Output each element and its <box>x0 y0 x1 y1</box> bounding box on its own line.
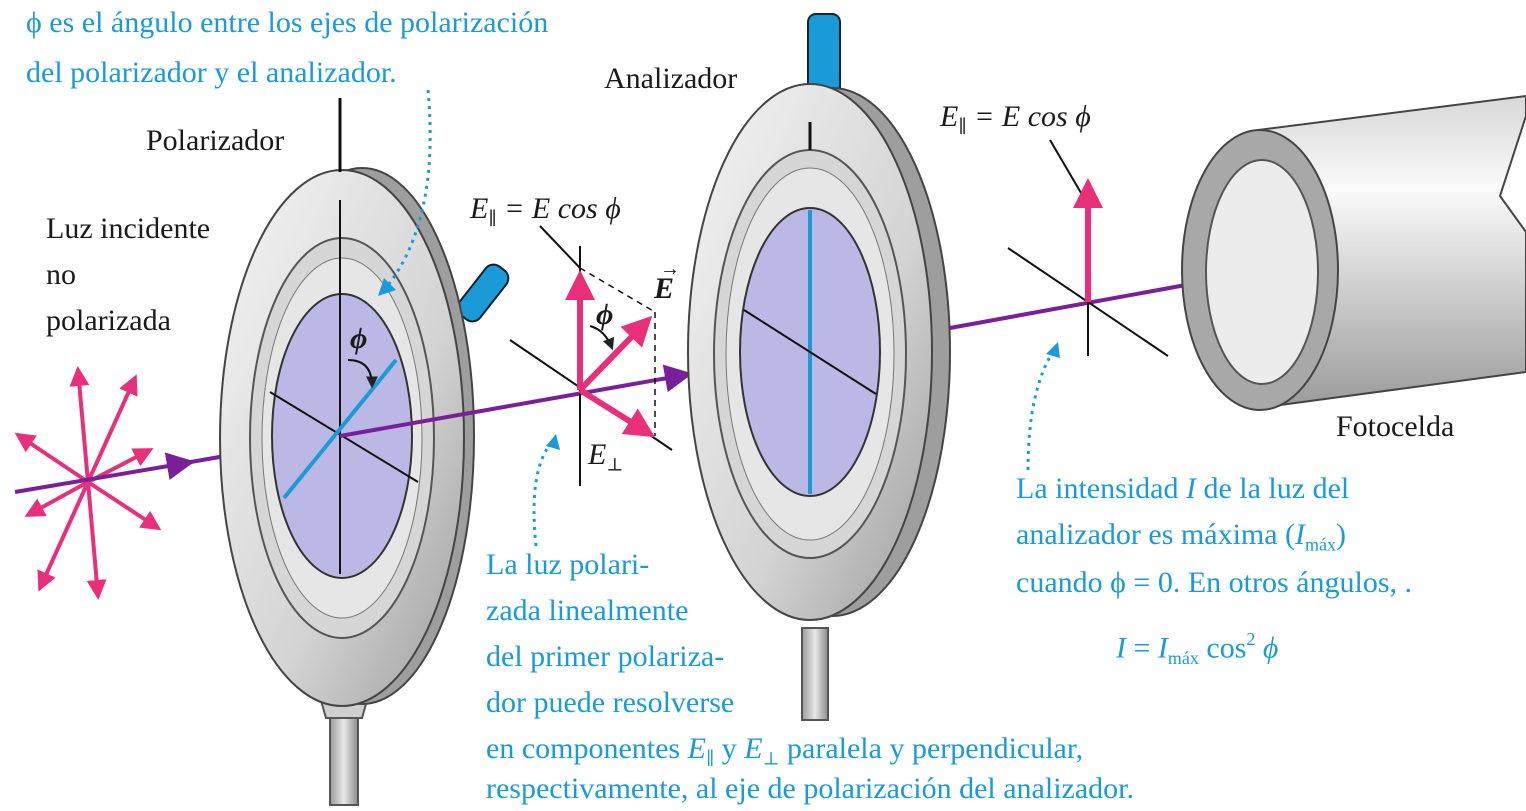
fotocelda-label: Fotocelda <box>1336 410 1455 443</box>
eq-right-rhs: = E cos ϕ <box>966 100 1091 133</box>
luz-incidente-line-3: polarizada <box>46 304 171 337</box>
callout-phi-arrowhead <box>378 278 396 296</box>
lin5-eperp: E <box>744 732 763 765</box>
intensity-equation: I = Imáx cos2 ϕ <box>1116 622 1278 675</box>
int1-i: I <box>1185 472 1196 505</box>
e-vector-label: E <box>654 272 675 305</box>
callout-linear-arrowhead <box>546 434 560 450</box>
lin5-c: paralela y perpendicular, <box>779 732 1084 765</box>
photocell-opening <box>1205 159 1319 385</box>
e-vector-arrow-mark: → <box>660 258 680 280</box>
analizador-label: Analizador <box>604 62 738 95</box>
equation-right: E∥ = E cos ϕ <box>940 100 1091 143</box>
callout-intensity-arrowhead <box>1046 342 1060 358</box>
eq-phi: ϕ <box>1255 631 1279 665</box>
component-diagram <box>509 225 673 486</box>
output-diagram <box>1007 139 1169 357</box>
analyzer-stem <box>801 627 829 721</box>
linear-caption-line-2: zada linealmente <box>486 594 689 627</box>
linear-caption-line-5: en componentes E∥ y E⊥ paralela y perpen… <box>486 732 1083 775</box>
intensity-caption-line-1: La intensidad I de la luz del <box>1016 472 1349 506</box>
eq-imax: I <box>1157 631 1168 665</box>
linear-caption-line-1: La luz polari- <box>486 548 650 581</box>
luz-incidente-line-2: no <box>46 258 76 291</box>
lin5-epar-sub: ∥ <box>705 748 715 769</box>
linear-caption-line-4: dor puede resolverse <box>486 686 735 719</box>
eq-mid-rhs: = E cos ϕ <box>496 192 621 225</box>
intensity-caption-line-3: cuando ϕ = 0. En otros ángulos, . <box>1016 566 1412 599</box>
beam-incident <box>14 452 195 494</box>
eq-leader-right <box>1049 139 1085 199</box>
eq-leader-mid <box>539 225 581 269</box>
int2-a: analizador es máxima ( <box>1016 518 1296 551</box>
polarizer-handle <box>456 263 510 323</box>
mid-phi-label: ϕ <box>596 298 614 331</box>
eq-mid-e: E <box>470 192 489 225</box>
eq-imax-sub: máx <box>1167 647 1199 668</box>
callout-linear-arrow <box>532 441 554 547</box>
eq-eq: = <box>1126 631 1158 665</box>
polarizer-phi-label: ϕ <box>350 322 368 355</box>
callout-intensity-arrow <box>1026 349 1056 471</box>
lin5-a: en componentes <box>486 732 688 765</box>
analyzer-horizontal-line <box>743 309 877 395</box>
analyzer <box>687 13 951 721</box>
e-perp-sub: ⊥ <box>606 454 624 475</box>
int1-b: de la luz del <box>1195 472 1350 505</box>
lin5-epar: E <box>687 732 706 765</box>
callout-arrows <box>384 89 1056 547</box>
e-perp-e: E <box>588 438 607 471</box>
eq-right-e: E <box>940 100 959 133</box>
eq-i: I <box>1116 631 1126 665</box>
lin5-b: y <box>714 732 745 765</box>
phi-caption-line-1: ϕ es el ángulo entre los ejes de polariz… <box>26 6 549 39</box>
int2-b: ) <box>1336 518 1347 551</box>
polarizer-phi-arc <box>347 359 378 389</box>
intensity-caption-line-2: analizador es máxima (Imáx) <box>1016 518 1346 561</box>
callout-phi-arrow <box>384 89 432 289</box>
eq-sq: 2 <box>1246 629 1256 649</box>
int2-i: I <box>1295 518 1306 551</box>
eq-right-sub: ∥ <box>958 116 967 137</box>
equation-middle: E∥ = E cos ϕ <box>470 192 621 235</box>
e-vector <box>577 315 653 393</box>
polarizador-label: Polarizador <box>146 124 285 157</box>
unpolarized-light-star <box>14 366 162 600</box>
e-perp-label: E⊥ <box>588 438 623 481</box>
int1-a: La intensidad <box>1016 472 1186 505</box>
dashed-top <box>579 267 656 313</box>
beam-middle <box>339 364 693 438</box>
callout-arrowheads <box>378 278 1060 450</box>
lin5-eperp-sub: ⊥ <box>762 748 780 769</box>
luz-incidente-line-1: Luz incidente <box>46 212 211 245</box>
eq-mid-sub: ∥ <box>488 208 497 229</box>
polarizer <box>219 98 510 806</box>
photocell <box>1181 94 1526 411</box>
linear-caption-line-3: del primer polariza- <box>486 640 725 673</box>
int2-sub: máx <box>1305 534 1337 555</box>
eq-cos: cos <box>1198 631 1247 665</box>
e-perp-vector <box>578 387 656 438</box>
mid-phi-arc <box>589 325 615 351</box>
linear-caption-line-6: respectivamente, al eje de polarización … <box>486 772 1135 805</box>
phi-caption-line-2: del polarizador y el analizador. <box>26 56 397 89</box>
